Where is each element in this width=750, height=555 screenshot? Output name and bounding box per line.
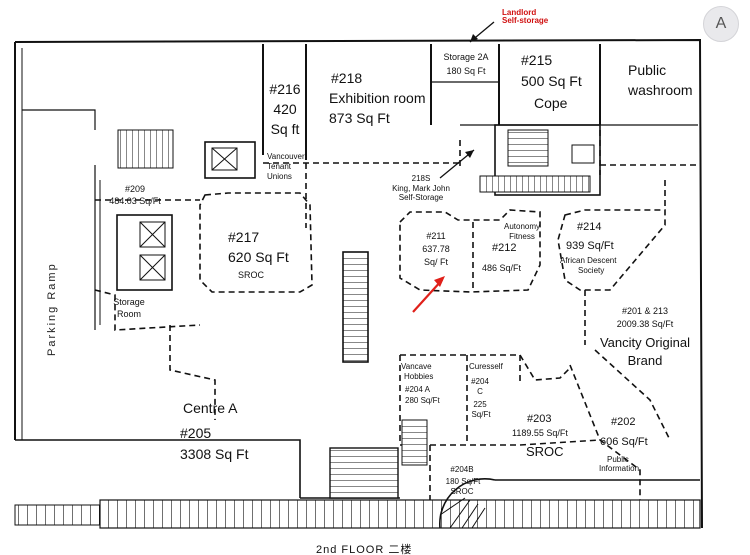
unit-202-area: 606 Sq/Ft	[600, 436, 648, 448]
floor-label: 2nd FLOOR 二楼	[316, 544, 413, 555]
unit-204b-area: 180 Sq/Ft	[445, 477, 481, 486]
vtu-line2: Tenant	[267, 162, 292, 171]
centre-a-area: 3308 Sq Ft	[180, 446, 249, 462]
unit-211-area: 637.78	[422, 244, 450, 254]
unit-201-area: 2009.38 Sq/Ft	[616, 319, 674, 329]
storage-room-line1: Storage	[113, 297, 145, 307]
unit-212-number: #212	[492, 242, 517, 254]
unit-204c-letter: C	[477, 387, 483, 396]
unit-204c-unit: Sq/Ft	[471, 410, 491, 419]
unit-214-number: #214	[577, 221, 602, 233]
vtu-line1: Vancouver	[267, 152, 305, 161]
unit-204a-tenant-line2: Hobbies	[404, 372, 434, 381]
unit-204a-number: #204 A	[405, 385, 430, 394]
unit-218-name: Exhibition room	[329, 90, 426, 106]
unit-215-tenant: Cope	[534, 95, 568, 111]
unit-204b-number: #204B	[450, 465, 474, 474]
accessibility-button[interactable]: A	[703, 6, 739, 42]
washroom-line2: washroom	[628, 82, 693, 98]
unit-203-tenant: SROC	[526, 444, 564, 459]
unit-216-unit: Sq ft	[270, 121, 300, 137]
unit-218s-type: Self-Storage	[398, 193, 444, 202]
unit-204a-tenant-line1: Vancave	[401, 362, 432, 371]
unit-218s-tenant: King, Mark John	[392, 184, 450, 193]
unit-202-tenant-line1: Public	[607, 455, 629, 464]
annotation-line1: Landlord	[502, 8, 537, 17]
washroom-line1: Public	[628, 62, 667, 78]
unit-203-number: #203	[527, 413, 552, 425]
unit-216-area: 420	[273, 101, 297, 117]
unit-209-number: #209	[124, 184, 146, 194]
unit-217-number: #217	[228, 229, 260, 245]
storage-2a-name: Storage 2A	[443, 52, 489, 62]
unit-204b-tenant: SROC	[450, 487, 474, 496]
stair-top-left	[117, 129, 174, 169]
storage-2a-area: 180 Sq Ft	[446, 66, 486, 76]
stair-bottom	[329, 447, 399, 499]
bottom-railing	[99, 499, 701, 529]
unit-216-number: #216	[269, 81, 301, 97]
unit-203-area: 1189.55 Sq/Ft	[512, 428, 568, 438]
unit-209-area: 484.03 Sq/Ft	[109, 196, 161, 206]
vtu-line3: Unions	[267, 172, 292, 181]
unit-204c-area: 225	[473, 400, 487, 409]
red-arrow	[412, 279, 443, 313]
parking-ramp-label: Parking Ramp	[46, 262, 58, 356]
unit-218-number: #218	[331, 70, 363, 86]
annotation-line2: Self-storage	[502, 16, 549, 25]
unit-215-area: 500 Sq Ft	[521, 73, 582, 89]
unit-217-area: 620 Sq Ft	[228, 249, 289, 265]
centre-a-name: Centre A	[183, 400, 238, 416]
unit-218-area: 873 Sq Ft	[329, 110, 390, 126]
unit-212-area: 486 Sq/Ft	[482, 263, 522, 273]
unit-214-area: 939 Sq/Ft	[566, 240, 614, 252]
unit-211-unit: Sq/ Ft	[423, 257, 448, 267]
unit-201-number: #201 & 213	[621, 306, 669, 316]
accessibility-translate-icon: A	[715, 15, 727, 32]
unit-204c-tenant: Curesself	[469, 362, 503, 371]
centre-a-number: #205	[180, 425, 212, 441]
exterior-wall	[14, 38, 703, 529]
unit-211-number: #211	[426, 231, 446, 241]
storage-room-line2: Room	[116, 309, 141, 319]
stair-top-right	[494, 124, 601, 196]
unit-218s-number: 218S	[411, 174, 431, 183]
unit-214-tenant-line2: Society	[578, 266, 605, 275]
unit-202-number: #202	[611, 416, 636, 428]
unit-201-tenant-line2: Brand	[627, 353, 663, 368]
unit-214-tenant-line1: African Descent	[560, 256, 617, 265]
autonomy-line2: Fitness	[509, 232, 535, 241]
central-stair	[342, 251, 369, 363]
unit-204c-number: #204	[471, 377, 489, 386]
autonomy-line1: Autonomy	[503, 222, 541, 231]
unit-201-tenant-line1: Vancity Original	[599, 335, 691, 350]
unit-202-tenant-line2: Information	[599, 464, 640, 473]
unit-204a-area: 280 Sq/Ft	[405, 396, 440, 405]
unit-215-number: #215	[521, 52, 553, 68]
unit-217-tenant: SROC	[238, 270, 265, 280]
